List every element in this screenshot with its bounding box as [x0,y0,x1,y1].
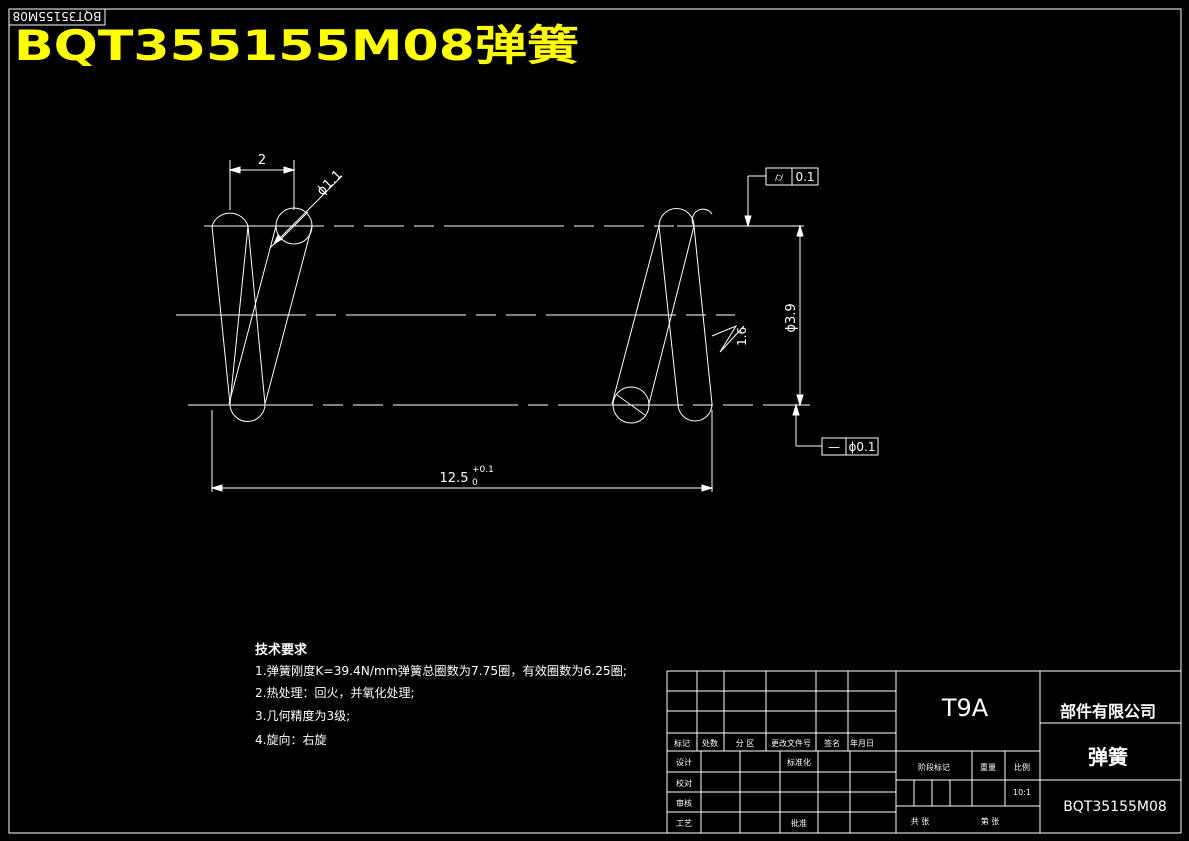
pitch-value: 2 [258,153,266,168]
sheet-number: 第 张 [981,816,1000,826]
perpendicularity-value: 0.1 [795,170,814,184]
role-process: 工艺 [676,819,692,828]
rev-header-5: 年月日 [850,738,874,748]
scale-value: 10:1 [1013,788,1031,797]
tech-item-4: 4.旋向：右旋 [255,732,326,747]
rev-header-1: 处数 [702,738,718,748]
drawing-title: BQT355155M08弹簧 [14,21,579,70]
wire-dia-value: ϕ1.1 [314,168,345,199]
rev-header-4: 签名 [824,738,840,748]
weight-label: 重量 [980,762,996,772]
role-review: 审核 [676,798,692,808]
part-name: 弹簧 [1088,745,1128,769]
length-upper-tol: +0.1 [472,465,494,475]
tech-item-2: 2.热处理：回火，并氧化处理; [255,686,415,700]
spring-left-end [211,207,313,422]
title-block-text: T9A 部件有限公司 弹簧 BQT35155M08 标记 处数 分 区 更改文件… [674,694,1167,828]
tech-requirements: 技术要求 1.弹簧刚度K=39.4N/mm弹簧总圈数为7.75圈，有效圈数为6.… [255,642,627,747]
drawing-number: BQT35155M08 [1063,799,1167,815]
role-standardize: 标准化 [787,757,811,767]
outer-dia-dimension [796,224,804,407]
perpendicularity-symbol: ⌭ [775,170,784,184]
roughness-symbol [711,324,745,353]
straightness-frame [792,403,879,456]
role-design: 设计 [676,757,692,767]
scale-label: 比例 [1014,762,1030,772]
stamp-label: BQT35155M08 [13,9,102,23]
length-lower-tol: 0 [472,478,478,488]
outer-dia-value: ϕ3.9 [784,303,799,332]
spring-right-end [611,208,713,424]
drawing-frame [8,8,1182,834]
tech-item-3: 3.几何精度为3级; [255,708,350,723]
sheet-total: 共 张 [911,817,930,826]
roughness-value: 1.6 [735,327,749,346]
rev-header-3: 更改文件号 [771,738,811,748]
company-name: 部件有限公司 [1060,702,1156,721]
tech-item-1: 1.弹簧刚度K=39.4N/mm弹簧总圈数为7.75圈，有效圈数为6.25圈; [255,663,627,678]
length-dimension [210,410,714,492]
rev-header-0: 标记 [674,738,690,748]
title-block-grid [666,670,1182,834]
center-lines [176,225,810,406]
role-check: 校对 [676,778,692,788]
material: T9A [941,694,989,722]
wire-dia-leader [269,175,343,249]
role-approve: 批准 [791,818,807,828]
stage-mark: 阶段标记 [918,762,950,772]
pitch-dimension [228,160,296,210]
rev-header-2: 分 区 [736,739,755,748]
perpendicularity-frame [744,167,819,228]
straightness-symbol: — [828,440,840,454]
tech-heading: 技术要求 [255,642,308,658]
length-value: 12.5 [440,471,469,486]
straightness-value: ϕ0.1 [849,440,876,454]
